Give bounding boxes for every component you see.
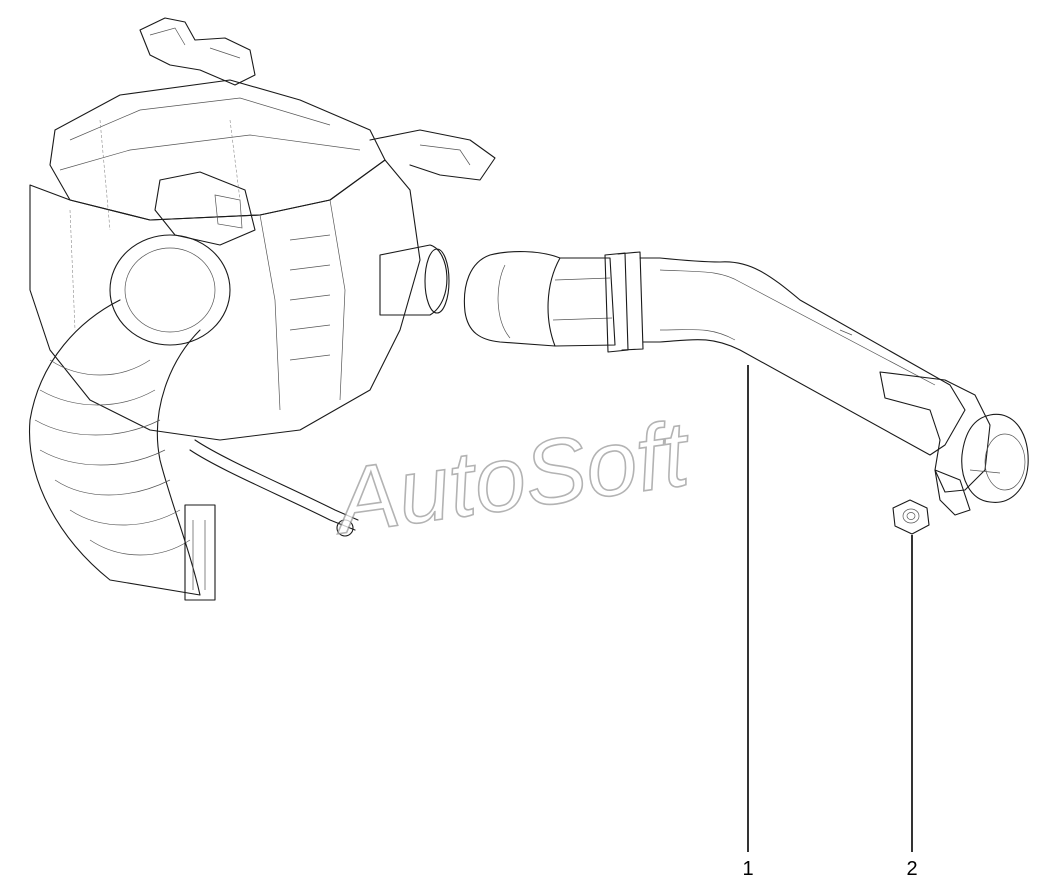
callout-label-1: 1 (742, 858, 753, 880)
callout-label-2: 2 (906, 858, 917, 880)
nut (892, 499, 930, 535)
air-filter-housing (28, 17, 496, 601)
air-intake-pipe (463, 251, 1029, 516)
watermark: AutoSoft (326, 402, 698, 553)
